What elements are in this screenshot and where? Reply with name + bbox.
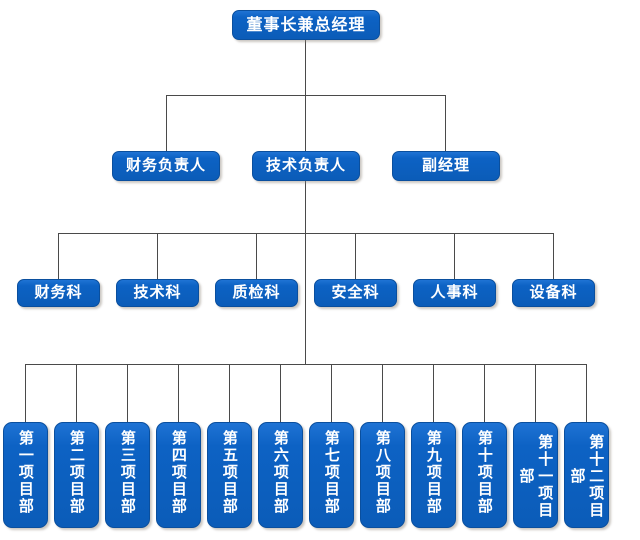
node-label: 技术负责人 [265,156,346,175]
node-label: 第八项目部 [373,430,392,515]
node-label: 技术科 [133,283,182,302]
node-hr-dept[interactable]: 人事科 [413,279,496,307]
connector-level4-drop-10 [484,364,485,422]
connector-level3-drop-2 [157,233,158,279]
node-project-dept-2[interactable]: 第二项目部 [54,422,99,528]
node-equipment-dept[interactable]: 设备科 [512,279,595,307]
node-finance-head[interactable]: 财务负责人 [112,151,220,181]
node-chairman-general-manager[interactable]: 董事长兼总经理 [232,10,380,40]
connector-level4-drop-9 [433,364,434,422]
node-label: 副经理 [421,156,470,175]
node-label: 第十一项目部 [517,433,555,519]
node-project-dept-7[interactable]: 第七项目部 [309,422,354,528]
node-label: 安全科 [331,283,380,302]
connector-level4-drop-1 [25,364,26,422]
connector-level4-drop-3 [127,364,128,422]
node-label: 第七项目部 [322,430,341,515]
node-label: 第一项目部 [16,430,35,515]
connector-level4-drop-6 [280,364,281,422]
connector-spine-main [305,181,306,364]
node-label: 董事长兼总经理 [246,14,366,34]
node-project-dept-3[interactable]: 第三项目部 [105,422,150,528]
node-deputy-manager[interactable]: 副经理 [392,151,500,181]
node-project-dept-6[interactable]: 第六项目部 [258,422,303,528]
connector-level4-drop-4 [178,364,179,422]
node-label: 第十项目部 [475,430,494,515]
node-label: 第十二项目部 [568,433,606,519]
connector-level3-drop-3 [256,233,257,279]
node-label: 第四项目部 [169,430,188,515]
node-project-dept-4[interactable]: 第四项目部 [156,422,201,528]
node-project-dept-12[interactable]: 第十二项目部 [564,422,609,528]
node-label: 财务负责人 [125,156,206,175]
node-technical-dept[interactable]: 技术科 [116,279,199,307]
connector-level4-drop-7 [331,364,332,422]
node-label: 第六项目部 [271,430,290,515]
connector-level3-drop-4 [355,233,356,279]
node-finance-dept[interactable]: 财务科 [17,279,100,307]
connector-root-stem [305,40,306,95]
connector-level3-bus [58,233,553,234]
node-technical-head[interactable]: 技术负责人 [252,151,360,181]
node-label: 人事科 [430,283,479,302]
connector-level4-drop-2 [76,364,77,422]
connector-level4-drop-12 [586,364,587,422]
node-project-dept-11[interactable]: 第十一项目部 [513,422,558,528]
connector-level4-drop-11 [535,364,536,422]
node-project-dept-10[interactable]: 第十项目部 [462,422,507,528]
node-label: 设备科 [529,283,578,302]
connector-level4-drop-5 [229,364,230,422]
node-project-dept-1[interactable]: 第一项目部 [3,422,48,528]
connector-level4-bus [25,364,587,365]
node-label: 第九项目部 [424,430,443,515]
connector-level3-drop-6 [553,233,554,279]
connector-level2-drop-3 [445,95,446,151]
node-label: 财务科 [34,283,83,302]
connector-level4-drop-8 [382,364,383,422]
node-project-dept-5[interactable]: 第五项目部 [207,422,252,528]
node-label: 第二项目部 [67,430,86,515]
connector-level2-bus [166,95,446,96]
connector-level3-drop-1 [58,233,59,279]
node-safety-dept[interactable]: 安全科 [314,279,397,307]
connector-level2-drop-2 [305,95,306,151]
node-label: 质检科 [232,283,281,302]
connector-level3-drop-5 [454,233,455,279]
connector-level2-drop-1 [166,95,167,151]
node-quality-inspection-dept[interactable]: 质检科 [215,279,298,307]
node-label: 第三项目部 [118,430,137,515]
node-project-dept-8[interactable]: 第八项目部 [360,422,405,528]
node-project-dept-9[interactable]: 第九项目部 [411,422,456,528]
node-label: 第五项目部 [220,430,239,515]
